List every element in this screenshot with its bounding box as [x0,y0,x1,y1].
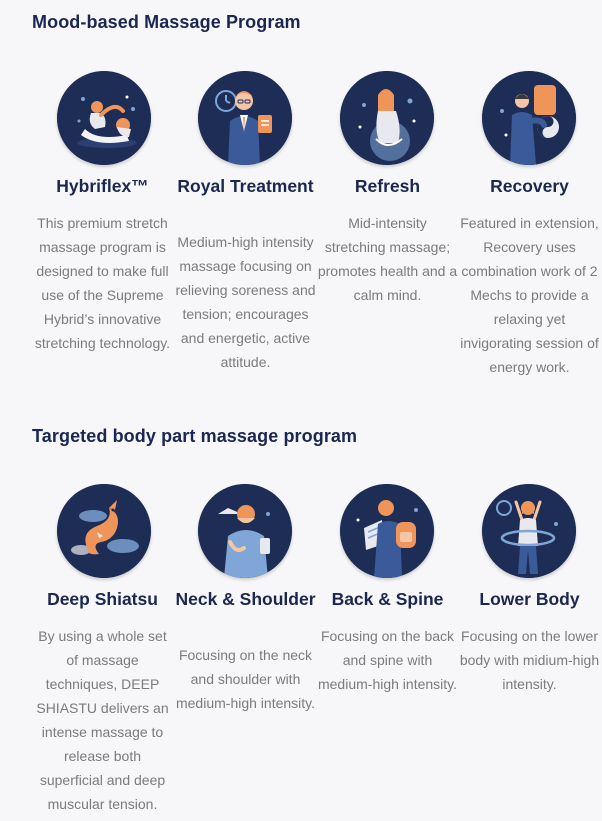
section-title-mood: Mood-based Massage Program [32,12,301,32]
program-title-recovery: Recovery [490,176,569,196]
program-title-back-spine: Back & Spine [331,589,444,609]
program-title-refresh: Refresh [354,176,421,196]
businessman-icon [198,71,292,165]
hula-hoop-icon [482,484,576,578]
program-desc-back-spine: Focusing on the back and spine with medi… [317,628,458,692]
dragon-icon [57,484,151,578]
tai-chi-figure-icon [482,71,576,165]
program-desc-recovery: Featured in extension, Recovery uses com… [460,215,599,375]
program-desc-lower-body: Focusing on the lower body with midium-h… [459,628,600,692]
program-desc-neck-shoulder: Focusing on the neck and shoulder with m… [175,647,316,711]
phone-user-icon [198,484,292,578]
stretch-figure-icon [57,71,151,165]
program-title-neck-shoulder: Neck & Shoulder [175,589,316,609]
woman-relaxing-icon [340,71,434,165]
program-title-hybriflex: Hybriflex™ [56,176,149,196]
program-desc-royal-treatment: Medium-high intensity massage focusing o… [175,234,316,370]
program-title-lower-body: Lower Body [479,589,580,609]
section-title-targeted: Targeted body part massage program [32,426,358,446]
program-title-royal-treatment: Royal Treatment [177,176,314,196]
backpack-student-icon [340,484,434,578]
program-desc-refresh: Mid-intensity stretching massage; promot… [317,215,458,303]
program-title-deep-shiatsu: Deep Shiatsu [47,589,158,609]
program-desc-deep-shiatsu: By using a whole set of massage techniqu… [36,628,169,812]
program-desc-hybriflex: This premium stretch massage program is … [34,215,171,351]
